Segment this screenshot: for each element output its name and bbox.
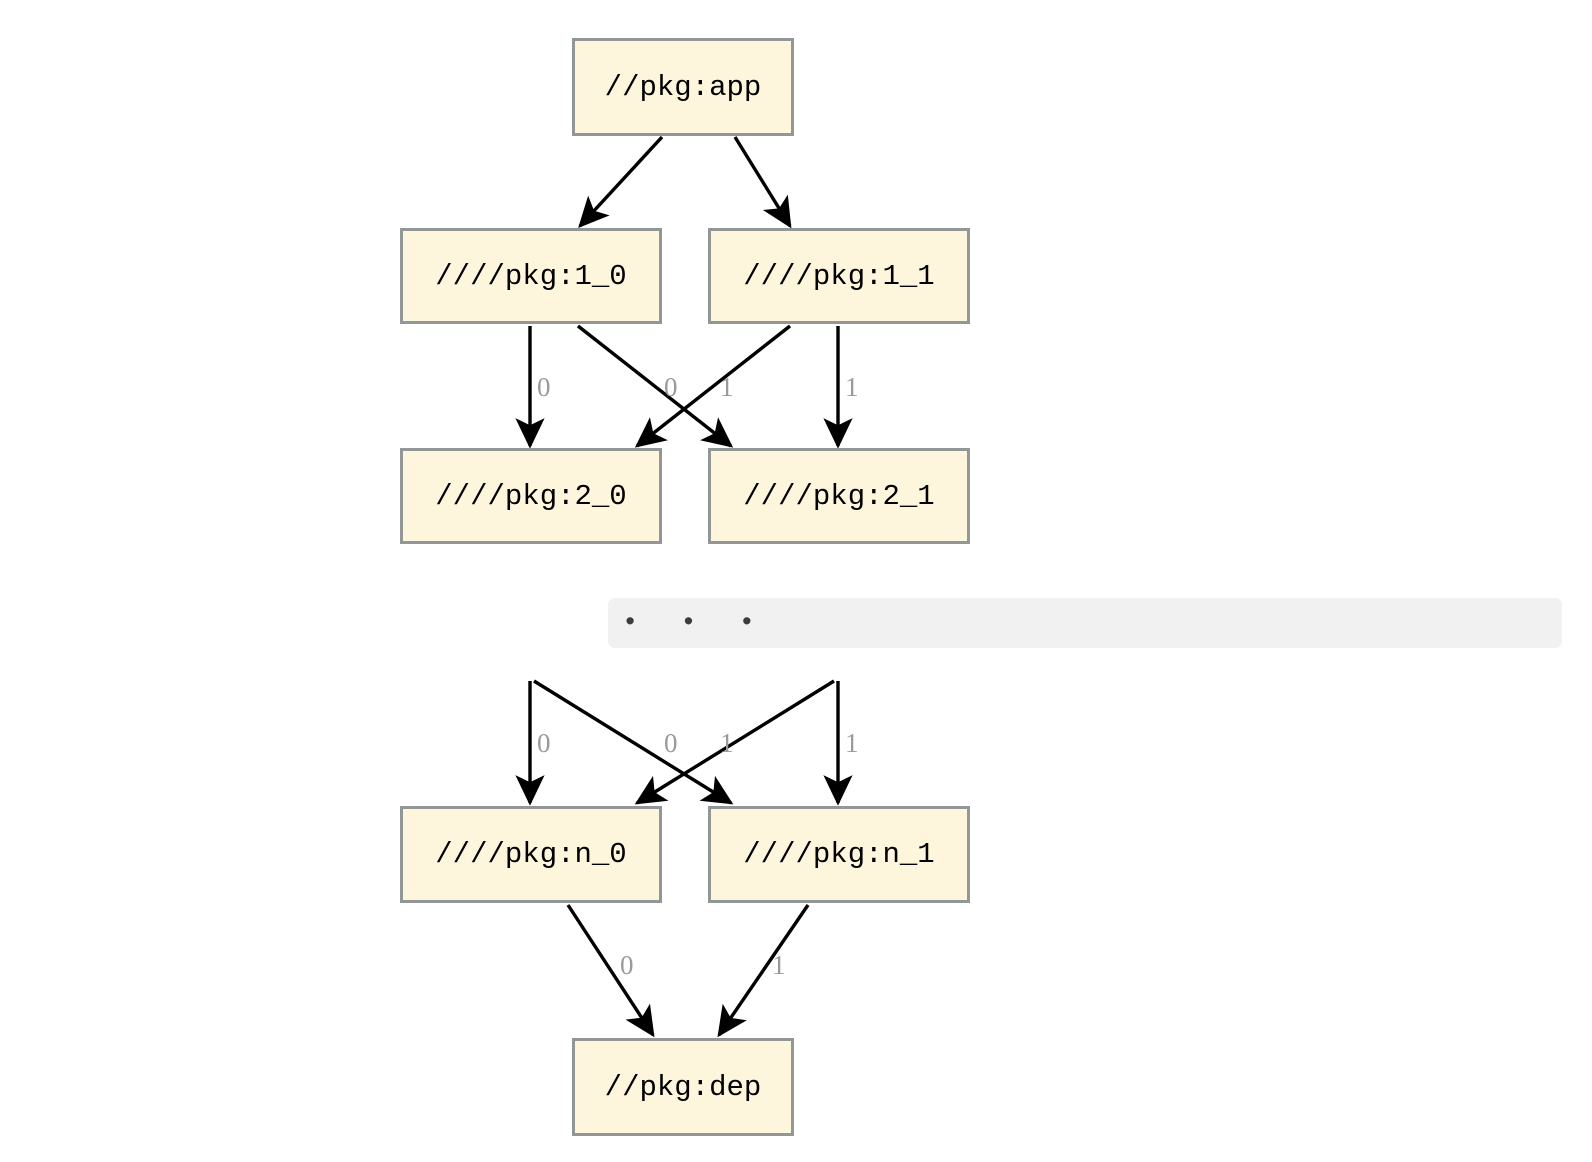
graph-node-label: ////pkg:n_0 xyxy=(435,838,627,871)
graph-edge-e-1_0-2_1 xyxy=(576,324,734,448)
graph-node-dep[interactable]: //pkg:dep xyxy=(572,1038,794,1136)
edge-label-e-1_0-2_0: 0 xyxy=(537,372,551,402)
edge-label-e-y-n_1: 1 xyxy=(845,728,859,758)
graph-edge-e-n_0-dep xyxy=(566,904,655,1038)
graph-node-n1_0[interactable]: ////pkg:1_0 xyxy=(400,228,662,324)
graph-edge-e-1_1-2_0 xyxy=(634,324,792,448)
graph-node-n1_1[interactable]: ////pkg:1_1 xyxy=(708,228,970,324)
graph-node-nn_0[interactable]: ////pkg:n_0 xyxy=(400,806,662,903)
graph-node-label: ////pkg:2_1 xyxy=(743,479,935,513)
graph-node-label: ////pkg:1_0 xyxy=(435,259,627,293)
edge-label-e-1_0-2_1: 0 xyxy=(664,372,678,402)
graph-edge-e-app-1_0 xyxy=(578,135,664,229)
graph-node-label: ////pkg:2_0 xyxy=(435,479,627,513)
graph-edge-e-app-1_1 xyxy=(733,136,792,229)
edge-label-e-x-n_0: 0 xyxy=(537,728,551,758)
edge-label-e-n_1-dep: 1 xyxy=(772,950,786,980)
ellipsis-separator-band: • • • xyxy=(608,598,1562,648)
edge-label-e-1_1-2_0: 1 xyxy=(720,372,734,402)
graph-node-label: ////pkg:1_1 xyxy=(743,259,935,293)
edge-label-e-x-n_1: 0 xyxy=(664,728,678,758)
graph-edge-e-x-n_1 xyxy=(533,679,734,805)
graph-node-label: //pkg:app xyxy=(604,70,762,104)
ellipsis-dots: • • • xyxy=(622,609,769,639)
edge-lines xyxy=(515,135,853,1038)
graph-node-n2_0[interactable]: ////pkg:2_0 xyxy=(400,448,662,544)
edge-label-e-1_1-2_1: 1 xyxy=(845,372,859,402)
graph-node-nn_1[interactable]: ////pkg:n_1 xyxy=(708,806,970,903)
graph-node-label: //pkg:dep xyxy=(604,1070,762,1104)
graph-node-app[interactable]: //pkg:app xyxy=(572,38,794,136)
edge-label-e-y-n_0: 1 xyxy=(720,728,734,758)
graph-edge-e-n_1-dep xyxy=(717,904,810,1038)
graph-node-label: ////pkg:n_1 xyxy=(743,838,935,871)
graph-edge-e-y-n_0 xyxy=(634,679,835,805)
graph-node-n2_1[interactable]: ////pkg:2_1 xyxy=(708,448,970,544)
edge-label-e-n_0-dep: 0 xyxy=(620,950,634,980)
